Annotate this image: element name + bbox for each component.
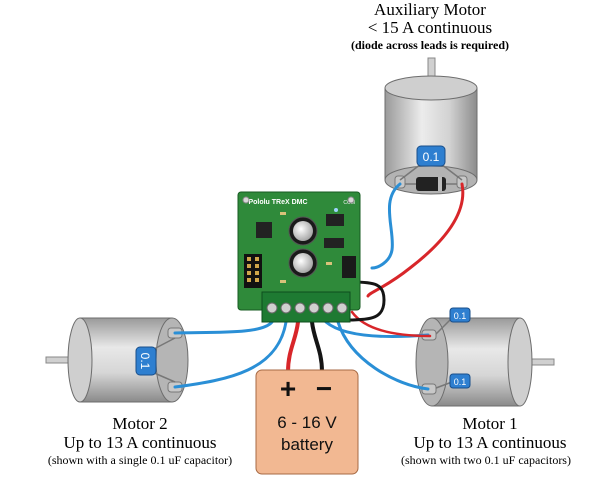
motor2-note: (shown with a single 0.1 uF capacitor) (47, 453, 233, 467)
motor1-cap1-label: 0.1 (454, 311, 467, 321)
aux-capacitor (416, 145, 446, 167)
wire-m2-top (173, 320, 274, 335)
motor2-cap-lead-top (151, 337, 176, 351)
board-header (244, 254, 262, 288)
terminal-screws (266, 302, 348, 314)
motor2-spec: Up to 13 A continuous (63, 433, 217, 452)
motor1-cap1-lead (435, 317, 453, 335)
battery-voltage: 6 - 16 V (277, 413, 337, 432)
aux-cap-lead-right (440, 163, 463, 181)
aux-cap-label: 0.1 (423, 150, 440, 164)
motor1-note: (shown with two 0.1 uF capacitors) (401, 453, 571, 467)
motor1-cap2-lead (435, 381, 453, 389)
wire-battery-black (310, 320, 324, 374)
motor1-capacitor-1 (449, 307, 471, 323)
board-com-label: COM (343, 200, 355, 206)
board-chip (326, 214, 344, 226)
motor1-cap2-label: 0.1 (454, 377, 467, 387)
wire-m1-bottom (336, 320, 430, 391)
wire-m2-bottom (173, 320, 288, 389)
motor1-front-cap (507, 317, 533, 407)
board-capacitor-bottom-face (293, 253, 313, 273)
board-regulator (342, 256, 356, 278)
aux-motor-spec: < 15 A continuous (367, 18, 493, 37)
wire-aux-blue (370, 182, 402, 270)
motor2-capacitor: 0.1 (135, 346, 157, 376)
motor-1: 0.1 0.1 (415, 307, 555, 407)
battery: + − 6 - 16 V battery (255, 369, 359, 475)
aux-motor-note: (diode across leads is required) (350, 38, 509, 52)
motor1-title: Motor 1 (462, 414, 518, 433)
aux-motor-title: Auxiliary Motor (374, 0, 486, 19)
battery-body (255, 369, 359, 475)
motor1-spec: Up to 13 A continuous (413, 433, 567, 452)
wire-battery-red (286, 320, 300, 374)
board-chip (324, 238, 344, 248)
motor1-capacitor-2 (449, 373, 471, 389)
battery-minus: − (316, 373, 332, 404)
board-name: Pololu TReX DMC (248, 199, 307, 206)
wires (173, 182, 465, 391)
aux-motor-top-cap (384, 75, 478, 101)
wire-red-loop (350, 310, 432, 338)
wire-aux-red (366, 182, 465, 298)
mount-hole (242, 196, 250, 204)
aux-cap-lead-left (399, 163, 422, 181)
battery-plus: + (280, 373, 296, 404)
board-chip (256, 222, 272, 238)
diode-band (438, 177, 442, 191)
wire-black-loop (346, 280, 386, 322)
motor2-cap-label: 0.1 (138, 353, 152, 370)
controller-board: Pololu TReX DMC COM (237, 191, 361, 323)
battery-label: battery (281, 435, 333, 454)
motor-2: 0.1 (45, 317, 189, 403)
motor2-title: Motor 2 (112, 414, 168, 433)
motor2-front-cap (67, 317, 93, 403)
mount-hole (347, 196, 355, 204)
board-capacitor-top-face (293, 221, 313, 241)
auxiliary-motor: 0.1 (384, 57, 478, 195)
motor2-cap-lead-bottom (151, 371, 176, 383)
